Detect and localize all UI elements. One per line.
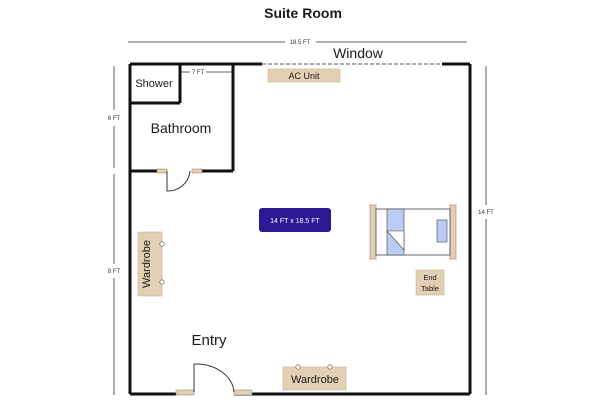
dimension-left-upper: 6 FT — [108, 66, 121, 168]
shower-label: Shower — [135, 78, 173, 90]
dimension-top: 18.5 FT — [128, 40, 467, 46]
page-title: Suite Room — [264, 5, 342, 21]
dimension-bathroom-label: 7 FT — [192, 70, 205, 76]
wardrobe-bottom-label: Wardrobe — [291, 374, 339, 386]
end-table-label-2: Table — [421, 284, 439, 293]
dimension-right-label: 14 FT — [478, 210, 494, 216]
room-size-label: 14 FT x 18.5 FT — [270, 218, 320, 225]
shower-walls — [130, 64, 182, 105]
ac-unit: AC Unit — [267, 68, 341, 83]
dimension-left-lower: 8 FT — [108, 174, 121, 395]
bed-pillow — [436, 219, 448, 243]
bathroom-label: Bathroom — [151, 120, 212, 136]
window: Window — [262, 45, 442, 65]
bed[interactable] — [369, 204, 457, 260]
entry-door[interactable] — [175, 363, 253, 396]
outer-walls — [128, 62, 472, 396]
room-size-badge: 14 FT x 18.5 FT — [259, 208, 331, 232]
bathroom-walls — [130, 64, 235, 173]
ac-unit-label: AC Unit — [288, 71, 320, 81]
dimension-left-upper-label: 6 FT — [108, 116, 121, 122]
wardrobe-left-label: Wardrobe — [141, 240, 153, 288]
dimension-top-label: 18.5 FT — [290, 40, 311, 46]
wardrobe-left[interactable]: Wardrobe — [137, 231, 165, 297]
dimension-left-lower-label: 8 FT — [108, 269, 121, 275]
entry-label: Entry — [191, 332, 227, 349]
end-table-label-1: End — [423, 273, 436, 282]
dimension-right: 14 FT — [478, 66, 494, 395]
dimension-bathroom: 7 FT — [181, 70, 232, 76]
bathroom-door[interactable] — [156, 168, 203, 192]
end-table[interactable]: End Table — [415, 269, 445, 296]
window-label: Window — [333, 45, 384, 61]
wardrobe-bottom[interactable]: Wardrobe — [282, 364, 347, 391]
